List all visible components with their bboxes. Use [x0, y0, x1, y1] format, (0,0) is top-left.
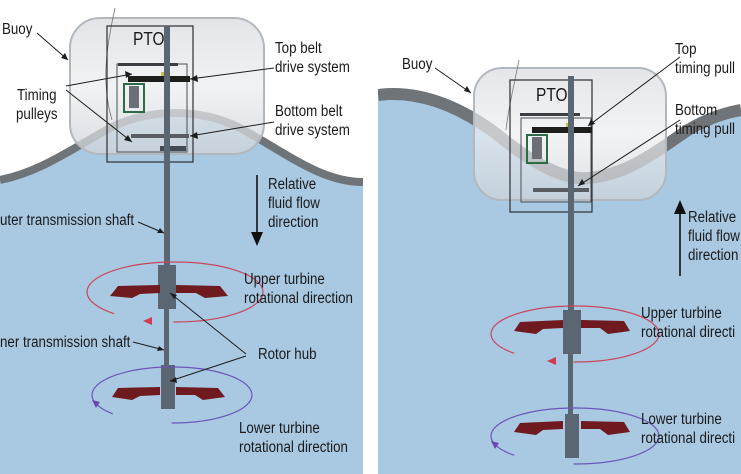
lower-hub-block: [565, 414, 579, 458]
generator-frame: [526, 134, 548, 164]
upper-blade-left: [110, 285, 160, 298]
pto-label: PTO: [133, 29, 165, 49]
bottom-belt: [533, 188, 589, 192]
top-belt: [128, 76, 190, 82]
top-belt: [532, 127, 592, 133]
lower-rotation-ellipse: [490, 407, 660, 465]
flow-arrow-head-up: [674, 200, 686, 214]
upper-hub-block: [158, 265, 176, 309]
upper-rotation-ellipse: [490, 305, 660, 363]
upper-rotation-ellipse: [86, 261, 264, 323]
generator: [129, 86, 139, 108]
bottom-belt-drive-label: Bottom belt drive system: [275, 103, 350, 139]
top-frame-bar: [520, 113, 580, 116]
upper-blade-right: [581, 320, 630, 334]
lower-turbine-label: Lower turbine rotational directi: [641, 411, 736, 447]
lower-rotation-arrow: [92, 400, 100, 408]
inner-transmission-shaft: [568, 354, 573, 414]
buoy-label: Buoy: [2, 21, 33, 38]
rotor-hub-label: Rotor hub: [258, 346, 317, 363]
lower-turbine-label: Lower turbine rotational direction: [239, 420, 348, 456]
buoy-label: Buoy: [402, 56, 433, 73]
bottom-timing-pulley-label: Bottom timing pull: [675, 102, 736, 138]
top-timing-pulley-label: Top timing pull: [675, 41, 736, 77]
lower-rotation-arrow: [491, 441, 499, 449]
generator-frame: [123, 83, 145, 113]
pto-label: PTO: [536, 85, 568, 105]
upper-blade-left: [514, 320, 563, 334]
leader-arrowheads: [61, 53, 198, 383]
lower-blade-right: [176, 387, 225, 400]
top-white-band: [408, 0, 741, 42]
bottom-hub: [160, 146, 186, 151]
lower-blade-right: [581, 421, 630, 435]
flow-direction-label: Relative fluid flow direction: [688, 209, 740, 264]
upper-hub-block: [563, 310, 581, 354]
lower-blade-left: [112, 387, 160, 400]
right-diagram: [378, 0, 741, 474]
leader-arrowheads: [464, 86, 595, 186]
water-body: [0, 113, 363, 474]
upper-turbine-label: Upper turbine rotational direction: [244, 271, 353, 307]
upper-turbine-label: Upper turbine rotational directi: [641, 305, 736, 341]
leader-lines: [36, 32, 275, 382]
lower-hub-block: [161, 365, 175, 409]
right-panel-wave-trough: Buoy PTO Top timing pull Bottom timing p…: [378, 0, 741, 474]
mooring-line: [505, 59, 520, 131]
top-belt-drive-label: Top belt drive system: [275, 40, 350, 76]
timing-pulleys-label: Timing pulleys: [16, 87, 58, 123]
pto-frame: [106, 25, 194, 163]
inner-shaft-label: ner transmission shaft: [0, 334, 131, 351]
outer-transmission-shaft: [568, 76, 574, 310]
bottom-belt: [131, 134, 189, 138]
flow-arrow-head-down: [251, 232, 263, 246]
lower-rotation-ellipse: [91, 366, 253, 424]
upper-blade-right: [176, 285, 228, 298]
pto-inner-frame: [520, 117, 592, 203]
pto-frame: [509, 79, 593, 213]
left-panel-wave-crest: Buoy PTO Timing pulleys Top belt drive s…: [0, 0, 363, 474]
top-frame-bar: [118, 63, 178, 66]
upper-rotation-arrow: [143, 317, 152, 325]
inner-transmission-shaft: [164, 309, 169, 367]
left-diagram: [0, 7, 363, 474]
outer-shaft-label: uter transmission shaft: [0, 212, 135, 229]
flow-direction-label: Relative fluid flow direction: [268, 176, 320, 231]
generator: [532, 137, 542, 159]
upper-rotation-arrow: [547, 357, 556, 365]
leader-lines: [434, 56, 681, 187]
outer-transmission-shaft: [164, 26, 170, 266]
lower-blade-left: [514, 421, 563, 435]
